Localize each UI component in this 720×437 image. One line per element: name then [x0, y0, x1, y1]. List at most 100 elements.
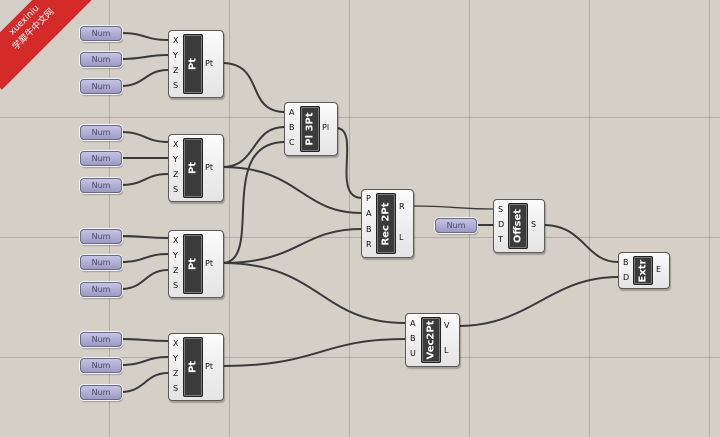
- component-core: Pt: [183, 34, 203, 94]
- input-b[interactable]: B: [623, 258, 629, 267]
- output-s[interactable]: S: [531, 220, 537, 229]
- component-core: Extr: [633, 256, 653, 285]
- component-name: Pt: [187, 57, 199, 71]
- input-x[interactable]: X: [173, 339, 179, 348]
- wire: [221, 141, 286, 264]
- component-name: Vec2Pt: [425, 320, 437, 360]
- input-s[interactable]: S: [173, 384, 179, 393]
- wire: [221, 262, 406, 324]
- input-s[interactable]: S: [173, 81, 179, 90]
- wire: [221, 166, 363, 214]
- input-c[interactable]: C: [289, 138, 295, 147]
- input-b[interactable]: B: [366, 225, 372, 234]
- number-slider[interactable]: Num: [80, 358, 122, 373]
- wire: [120, 356, 169, 366]
- input-s[interactable]: S: [173, 185, 179, 194]
- wire: [120, 54, 169, 60]
- input-z[interactable]: Z: [173, 369, 179, 378]
- point-component[interactable]: X Y Z S Pt Pt: [168, 30, 224, 98]
- input-b[interactable]: B: [410, 334, 416, 343]
- input-y[interactable]: Y: [173, 354, 178, 363]
- input-x[interactable]: X: [173, 140, 179, 149]
- output-l[interactable]: L: [399, 233, 404, 242]
- input-a[interactable]: A: [289, 108, 295, 117]
- component-name: Rec 2Pt: [380, 202, 392, 245]
- number-slider[interactable]: Num: [80, 79, 122, 94]
- component-core: Offset: [508, 203, 528, 249]
- number-slider[interactable]: Num: [80, 282, 122, 297]
- input-r[interactable]: R: [366, 240, 372, 249]
- input-u[interactable]: U: [410, 349, 416, 358]
- wire: [120, 235, 169, 239]
- point-component[interactable]: X Y Z S Pt Pt: [168, 134, 224, 202]
- wire: [221, 228, 363, 264]
- wire: [120, 131, 169, 143]
- number-slider[interactable]: Num: [80, 229, 122, 244]
- wire: [120, 269, 169, 290]
- number-slider[interactable]: Num: [80, 385, 122, 400]
- wire: [120, 69, 169, 87]
- output-pt[interactable]: Pt: [205, 259, 213, 268]
- component-name: Offset: [512, 208, 524, 244]
- component-core: Rec 2Pt: [376, 193, 396, 254]
- input-z[interactable]: Z: [173, 266, 179, 275]
- output-pt[interactable]: Pt: [205, 362, 213, 371]
- input-b[interactable]: B: [289, 123, 295, 132]
- output-e[interactable]: E: [656, 265, 662, 274]
- output-pt[interactable]: Pt: [205, 163, 213, 172]
- wire: [221, 62, 286, 113]
- component-name: Pl 3Pt: [304, 112, 316, 146]
- component-core: Vec2Pt: [421, 317, 441, 363]
- point-component[interactable]: X Y Z S Pt Pt: [168, 230, 224, 298]
- input-t[interactable]: T: [498, 235, 503, 244]
- offset-component[interactable]: S D T Offset S: [493, 199, 545, 253]
- wire: [120, 372, 169, 393]
- input-s[interactable]: S: [173, 281, 179, 290]
- number-slider[interactable]: Num: [80, 255, 122, 270]
- component-name: Extr: [637, 259, 649, 282]
- number-slider[interactable]: Num: [435, 218, 477, 233]
- extrude-component[interactable]: B D Extr E: [618, 252, 670, 289]
- output-pt[interactable]: Pt: [205, 59, 213, 68]
- input-y[interactable]: Y: [173, 251, 178, 260]
- input-p[interactable]: P: [366, 194, 371, 203]
- wire: [120, 32, 169, 41]
- input-x[interactable]: X: [173, 236, 179, 245]
- number-slider[interactable]: Num: [80, 332, 122, 347]
- input-s[interactable]: S: [498, 205, 504, 214]
- plane-3pt-component[interactable]: A B C Pl 3Pt Pl: [284, 102, 338, 156]
- output-pl[interactable]: Pl: [322, 123, 330, 132]
- output-l[interactable]: L: [444, 346, 449, 355]
- component-core: Pt: [183, 138, 203, 198]
- input-a[interactable]: A: [410, 319, 416, 328]
- output-v[interactable]: V: [444, 321, 450, 330]
- number-slider[interactable]: Num: [80, 178, 122, 193]
- wire: [120, 338, 169, 342]
- point-component[interactable]: X Y Z S Pt Pt: [168, 333, 224, 401]
- wire: [221, 126, 286, 168]
- input-z[interactable]: Z: [173, 170, 179, 179]
- input-x[interactable]: X: [173, 36, 179, 45]
- wire: [120, 253, 169, 263]
- input-z[interactable]: Z: [173, 66, 179, 75]
- vector-2pt-component[interactable]: A B U Vec2Pt V L: [405, 313, 460, 367]
- output-r[interactable]: R: [399, 202, 405, 211]
- component-name: Pt: [187, 257, 199, 271]
- input-d[interactable]: D: [623, 273, 630, 282]
- input-y[interactable]: Y: [173, 51, 178, 60]
- input-a[interactable]: A: [366, 209, 372, 218]
- number-slider[interactable]: Num: [80, 151, 122, 166]
- number-slider[interactable]: Num: [80, 26, 122, 41]
- component-core: Pt: [183, 337, 203, 397]
- number-slider[interactable]: Num: [80, 125, 122, 140]
- input-y[interactable]: Y: [173, 155, 178, 164]
- wire: [120, 173, 169, 186]
- input-d[interactable]: D: [498, 220, 505, 229]
- wire: [411, 205, 494, 210]
- component-name: Pt: [187, 360, 199, 374]
- component-name: Pt: [187, 161, 199, 175]
- number-slider[interactable]: Num: [80, 52, 122, 67]
- rectangle-2pt-component[interactable]: P A B R Rec 2Pt R L: [361, 189, 414, 258]
